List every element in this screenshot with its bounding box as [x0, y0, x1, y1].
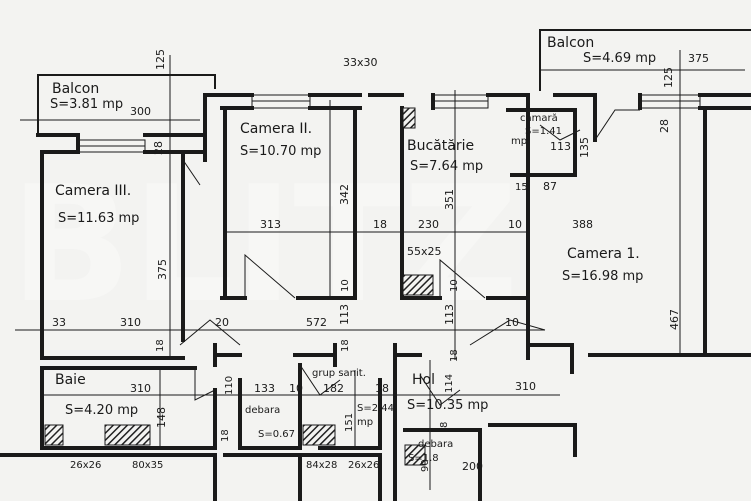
vent-duct — [402, 274, 434, 296]
dimension-labels: 125 300 28 33x30 375 125 28 342 351 113 … — [52, 49, 709, 473]
dim-113-cam2: 113 — [338, 304, 351, 325]
camara-area: S=1.41 — [525, 126, 562, 137]
fixtures — [44, 107, 434, 466]
walls — [0, 29, 751, 501]
dim-8: 8 — [439, 422, 450, 428]
dim-113-buc: 113 — [443, 304, 456, 325]
baie-name: Baie — [55, 372, 86, 388]
dim-110: 110 — [224, 376, 235, 395]
balcon-left-name: Balcon — [52, 81, 99, 97]
dimension-lines — [15, 50, 745, 490]
dim-80x35: 80x35 — [132, 460, 163, 471]
watermark: BLITZ — [10, 151, 519, 338]
dim-310-cam3: 310 — [120, 316, 141, 329]
dim-467: 467 — [668, 309, 681, 330]
debara-2-area: S=1.8 — [408, 453, 439, 464]
dim-388: 388 — [572, 218, 593, 231]
baie-area: S=4.20 mp — [65, 403, 138, 418]
dim-18-corr: 18 — [340, 339, 351, 352]
dim-133: 133 — [254, 382, 275, 395]
door-swings — [179, 109, 640, 406]
dim-375-top: 375 — [688, 52, 709, 65]
shaft-80x35 — [104, 424, 151, 446]
dim-125-left: 125 — [154, 49, 167, 70]
dim-310-baie: 310 — [130, 382, 151, 395]
grup-sanit-unit: mp — [357, 417, 373, 428]
dim-10-debara: 10 — [289, 382, 303, 395]
dim-18-hol: 18 — [449, 349, 460, 362]
shaft-26x26-right — [404, 444, 426, 466]
bucatarie-area: S=7.64 mp — [410, 159, 483, 174]
camara-name: cămară — [520, 113, 558, 124]
debara-1-name: debara — [245, 405, 280, 416]
dim-135: 135 — [578, 137, 591, 158]
room-labels: Balcon S=3.81 mp Balcon S=4.69 mp Camera… — [50, 35, 656, 464]
balcon-left-area: S=3.81 mp — [50, 97, 123, 112]
grup-sanit-area: S=2.44 — [357, 403, 394, 414]
camera-1-area: S=16.98 mp — [562, 269, 643, 284]
dim-375-left: 375 — [156, 259, 169, 280]
dim-18-cam3: 18 — [155, 339, 166, 352]
dim-33x30: 33x30 — [343, 56, 378, 69]
dim-230: 230 — [418, 218, 439, 231]
dim-10-cam2: 10 — [340, 279, 351, 292]
grup-sanit-name: grup sanit. — [312, 368, 366, 379]
dim-125-right: 125 — [662, 67, 675, 88]
dim-84x28: 84x28 — [306, 460, 337, 471]
dim-18-debara: 18 — [220, 429, 231, 442]
dim-148: 148 — [155, 407, 168, 428]
watermark-text: BLITZ — [10, 151, 519, 338]
dim-572: 572 — [306, 316, 327, 329]
dim-151: 151 — [344, 413, 355, 432]
dim-18-grup: 18 — [375, 382, 389, 395]
dim-113-camara: 113 — [550, 140, 571, 153]
dim-114: 114 — [444, 374, 455, 393]
dim-20: 20 — [215, 316, 229, 329]
dim-28-right: 28 — [658, 119, 671, 133]
shaft-84x28 — [302, 424, 336, 446]
balcon-right-area: S=4.69 mp — [583, 51, 656, 66]
balcon-right-name: Balcon — [547, 35, 594, 51]
dim-10-buc: 10 — [508, 218, 522, 231]
dim-342: 342 — [338, 184, 351, 205]
dim-55x25: 55x25 — [407, 245, 442, 258]
dim-33: 33 — [52, 316, 66, 329]
dim-90: 90 — [420, 459, 431, 472]
camara-unit: mp — [511, 136, 527, 147]
camera-1-name: Camera 1. — [567, 246, 640, 262]
dim-10-cam1: 10 — [505, 316, 519, 329]
camera-3-name: Camera III. — [55, 183, 131, 199]
hol-area: S=10.35 mp — [407, 398, 488, 413]
shaft-26x26-left — [44, 424, 64, 446]
dim-313: 313 — [260, 218, 281, 231]
chimney-duct — [402, 107, 416, 129]
dim-26x26-right: 26x26 — [348, 460, 379, 471]
hol-name: Hol — [412, 372, 435, 388]
dim-182: 182 — [323, 382, 344, 395]
dim-10-buc-v: 10 — [449, 279, 460, 292]
camera-3-area: S=11.63 mp — [58, 211, 139, 226]
dim-300: 300 — [130, 105, 151, 118]
camera-2-name: Camera II. — [240, 121, 312, 137]
dim-351: 351 — [443, 189, 456, 210]
dim-200: 200 — [462, 460, 483, 473]
dim-18-cam2: 18 — [373, 218, 387, 231]
windows — [77, 94, 701, 153]
dim-87: 87 — [543, 180, 557, 193]
dim-310-hol: 310 — [515, 380, 536, 393]
debara-1-area: S=0.67 — [258, 429, 295, 440]
dim-28-left: 28 — [152, 141, 165, 155]
camera-2-area: S=10.70 mp — [240, 144, 321, 159]
dim-26x26-left: 26x26 — [70, 460, 101, 471]
dim-15: 15 — [515, 182, 528, 193]
bucatarie-name: Bucătărie — [407, 138, 474, 154]
debara-2-name: debara — [418, 439, 453, 450]
